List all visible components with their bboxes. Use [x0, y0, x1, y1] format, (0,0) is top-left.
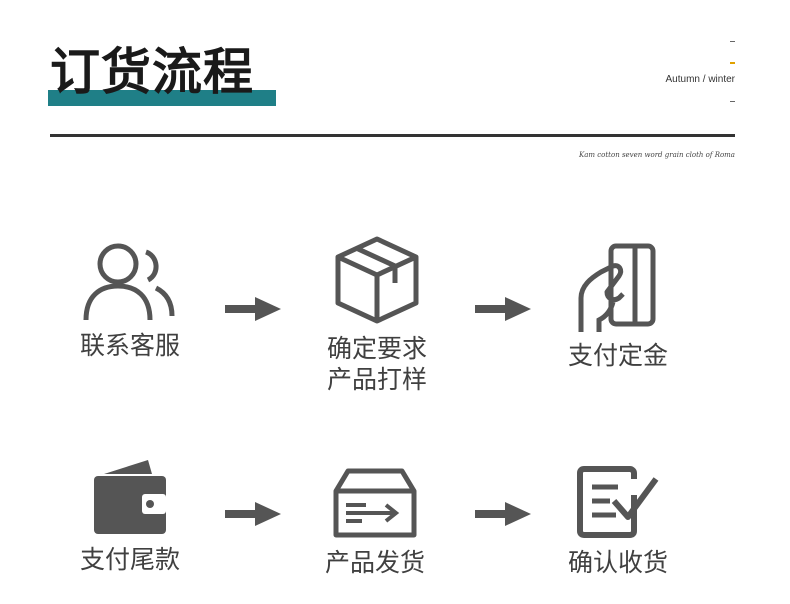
title-underline-bar: [48, 90, 276, 106]
checklist-icon: [577, 466, 659, 538]
season-text: Autumn / winter: [666, 74, 736, 85]
season-winter: winter: [708, 74, 735, 85]
arrow-right-icon: [475, 297, 531, 321]
wallet-icon: [94, 460, 166, 534]
user-group-icon: [83, 243, 175, 321]
arrow-right-icon: [225, 297, 281, 321]
decor-tick: [730, 41, 735, 42]
step-product-shipping: 产品发货: [295, 467, 455, 578]
box-icon: [335, 236, 419, 324]
step-label: 产品发货: [324, 548, 425, 577]
step-label: 联系客服: [79, 331, 180, 360]
step-pay-balance: 支付尾款: [50, 460, 210, 575]
step-label: 确定要求 产品打样: [297, 333, 457, 395]
step-confirm-requirements: 确定要求 产品打样: [297, 235, 457, 395]
season-autumn: Autumn: [665, 74, 700, 85]
step-contact-service: 联系客服: [50, 240, 210, 361]
step-label: 支付定金: [567, 341, 668, 370]
step-confirm-receipt: 确认收货: [538, 465, 698, 578]
hand-card-icon: [578, 243, 656, 332]
decor-tick: [730, 101, 735, 102]
season-separator: /: [702, 74, 706, 85]
step-label: 支付尾款: [79, 545, 180, 574]
step-pay-deposit: 支付定金: [538, 240, 698, 371]
step-label-line2: 产品打样: [326, 365, 427, 394]
arrow-right-icon: [225, 502, 281, 526]
delivery-box-icon: [333, 468, 417, 538]
title-block: 订货流程: [48, 40, 278, 110]
decor-tick-accent: [730, 62, 735, 64]
script-tagline: Kam cotton seven word grain cloth of Rom…: [578, 151, 735, 159]
header-divider: [50, 134, 735, 137]
page-title: 订货流程: [50, 43, 254, 101]
step-label: 确认收货: [567, 548, 668, 577]
arrow-right-icon: [475, 502, 531, 526]
step-label-line1: 确定要求: [326, 334, 427, 363]
